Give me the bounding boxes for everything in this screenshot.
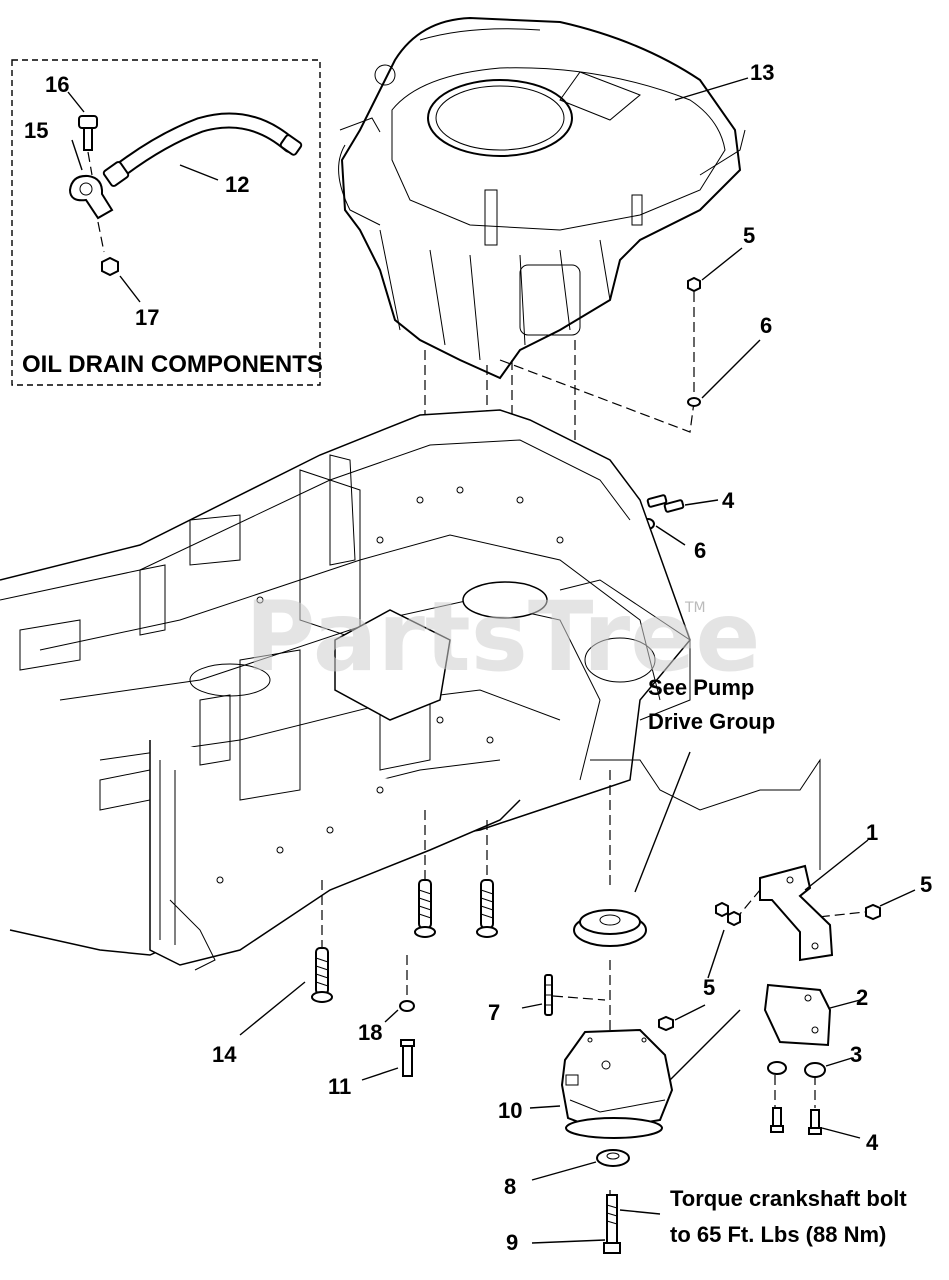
clamp-part-15	[68, 174, 114, 253]
callout-9: 9	[506, 1230, 518, 1255]
callout-4-mid: 4	[722, 488, 735, 513]
leader-9	[531, 1239, 606, 1244]
chassis-frame	[0, 409, 821, 971]
callout-2: 2	[856, 985, 868, 1010]
leader-4-lower	[821, 1127, 861, 1139]
note-pump-line2: Drive Group	[648, 709, 775, 734]
clutch-part-10	[560, 1028, 674, 1139]
note-pump-line1: See Pump	[648, 675, 754, 700]
callout-14: 14	[212, 1042, 237, 1067]
leader-10	[529, 1105, 561, 1109]
washer-part-6-upper	[687, 397, 701, 407]
callout-1: 1	[866, 820, 878, 845]
callout-17: 17	[135, 305, 159, 330]
oil-drain-title: OIL DRAIN COMPONENTS	[22, 351, 323, 378]
leader-15	[71, 139, 83, 171]
bolt-part-9	[603, 1194, 621, 1254]
screw-part-14-left	[311, 947, 333, 1003]
bolt-part-16	[78, 115, 98, 176]
screw-part-14-center-left	[414, 879, 436, 938]
callout-4-lower: 4	[866, 1130, 879, 1155]
pump-drive-pulley	[573, 909, 647, 947]
note-torque-line1: Torque crankshaft bolt	[670, 1186, 907, 1211]
note-torque-line2: to 65 Ft. Lbs (88 Nm)	[670, 1222, 886, 1247]
callout-5-right: 5	[920, 872, 932, 897]
washers-part-3	[767, 1061, 826, 1078]
leader-14	[239, 981, 306, 1036]
leader-2	[829, 999, 861, 1009]
nut-part-5-upper	[687, 276, 701, 293]
nut-part-5-clutch	[658, 1015, 674, 1032]
leader-8	[531, 1161, 597, 1181]
screw-part-14-center-right	[476, 879, 498, 938]
leader-11	[361, 1067, 399, 1081]
bolts-part-4-lower	[770, 1107, 822, 1135]
callout-15: 15	[24, 118, 48, 143]
leader-pump-drive	[634, 751, 691, 893]
callout-3: 3	[850, 1042, 862, 1067]
leader-5-upper	[701, 247, 743, 281]
hose-part-12	[102, 112, 303, 187]
callout-5-clutch: 5	[703, 975, 715, 1000]
leader-18	[384, 1009, 399, 1023]
callout-5-upper: 5	[743, 223, 755, 248]
engine-part-13	[338, 16, 746, 380]
callout-6-mid: 6	[694, 538, 706, 563]
washer-part-8	[596, 1149, 630, 1167]
callout-18: 18	[358, 1020, 382, 1045]
callout-8: 8	[504, 1174, 516, 1199]
leader-7	[521, 1003, 543, 1009]
leader-13	[674, 77, 749, 101]
leader-3	[825, 1057, 853, 1067]
key-part-7	[544, 974, 553, 1016]
leader-5-right	[879, 889, 916, 907]
nuts-part-5-bracket	[715, 901, 741, 927]
watermark-text: PartsTree	[245, 581, 760, 693]
callout-7: 7	[488, 1000, 500, 1025]
leader-4-mid	[684, 499, 719, 506]
leader-6-mid	[655, 525, 686, 546]
leader-5-clutch	[674, 1004, 706, 1021]
leader-6-upper	[701, 339, 761, 399]
callout-6-upper: 6	[760, 313, 772, 338]
leader-16	[67, 91, 85, 113]
washer-part-18	[399, 1000, 415, 1012]
bolt-part-11	[400, 1039, 415, 1077]
leader-5-bracket-left	[707, 929, 725, 979]
nut-part-17	[101, 256, 119, 277]
callout-12: 12	[225, 172, 249, 197]
callout-13: 13	[750, 60, 774, 85]
plate-part-2	[763, 983, 832, 1047]
nut-part-5-right	[865, 903, 881, 921]
oil-drain-components-box: OIL DRAIN COMPONENTS	[11, 59, 323, 386]
callout-16: 16	[45, 72, 69, 97]
bracket-part-1	[759, 864, 834, 962]
watermark-trademark: TM	[684, 600, 706, 616]
callout-11: 11	[328, 1074, 351, 1099]
callout-10: 10	[498, 1098, 522, 1123]
leader-torque	[619, 1209, 661, 1215]
leader-1	[804, 839, 869, 891]
leader-12	[179, 164, 219, 181]
leader-17	[119, 275, 141, 303]
